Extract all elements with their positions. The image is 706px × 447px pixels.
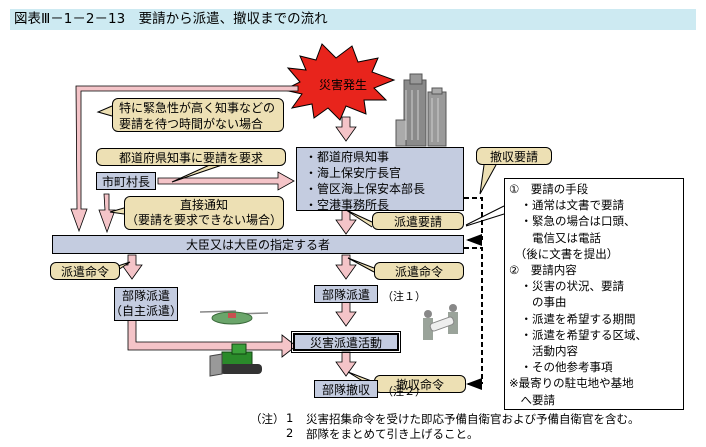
info-line: ① 要請の手段 xyxy=(509,182,589,196)
municipal-head-node: 市町村長 xyxy=(96,172,156,190)
stretcher-rescue-illustration xyxy=(423,304,458,340)
unit-withdraw-node: 部隊撤収 xyxy=(314,380,378,398)
info-line: へ要請 xyxy=(509,392,555,407)
urgent-callout: 特に緊急性が高く知事などの 要請を待つ時間がない場合 xyxy=(112,98,284,132)
arrow-dispatch-to-activity xyxy=(335,301,357,327)
direct-notice-line-2: （要請を要求できない場合） xyxy=(125,213,282,227)
unit-dispatch-auto-node: 部隊派遣 （自主派遣） xyxy=(110,287,182,321)
unit-dispatch-auto-line-1: 部隊派遣 xyxy=(121,289,170,303)
dashed-minister-to-withdraw-order xyxy=(464,247,483,384)
arrow-minister-to-dispatch xyxy=(335,254,357,280)
info-line: ・派遣を希望する区域、 xyxy=(509,327,647,342)
tail-urgent xyxy=(96,105,113,117)
info-line: （後に文書を提出） xyxy=(509,246,619,261)
arrow-activity-to-withdraw xyxy=(335,351,357,377)
urgent-callout-line-1: 特に緊急性が高く知事などの xyxy=(119,101,276,115)
tail-direct-notice xyxy=(109,207,125,215)
minister-node: 大臣又は大臣の指定する者 xyxy=(52,235,464,254)
disaster-activity-node: 災害派遣活動 xyxy=(291,331,401,353)
info-line: ・災害の状況、要請 xyxy=(509,279,624,294)
footnote-1-text: 災害招集命令を受けた即応予備自衛官および予備自衛官を含む。 xyxy=(306,412,640,426)
dispatch-order-left-callout: 派遣命令 xyxy=(50,262,120,280)
dashed-governors-to-minister xyxy=(464,197,483,240)
dispatch-order-right-callout: 派遣命令 xyxy=(374,262,464,280)
info-line: ・派遣を希望する期間 xyxy=(509,311,636,326)
withdraw-request-callout: 撤収要請 xyxy=(476,147,552,165)
disaster-occurrence-label: 災害発生 xyxy=(318,77,367,92)
unit-dispatch-note: （注１） xyxy=(382,290,426,303)
urgent-callout-line-2: 要請を待つ時間がない場合 xyxy=(119,117,264,131)
governor-item-4: ・空港事務所長 xyxy=(305,198,390,212)
info-line: の事由 xyxy=(509,295,567,310)
governor-item-2: ・海上保安庁長官 xyxy=(305,166,402,180)
info-line: ② 要請内容 xyxy=(509,263,577,278)
direct-notice-callout: 直接通知 （要請を要求できない場合） xyxy=(124,196,284,230)
info-line: ・その他参考事項 xyxy=(509,360,613,375)
request-info-box: ① 要請の手段 ・通常は文書で要請 ・緊急の場合は口頭、 電信又は電話 （後に文… xyxy=(504,178,684,410)
dispatch-request-callout: 派遣要請 xyxy=(372,212,464,230)
footnote-1-num: 1 xyxy=(286,411,294,425)
footnote-2-text: 部隊をまとめて引き上げること。 xyxy=(306,427,479,441)
arrow-municipal-to-governors xyxy=(157,171,295,191)
direct-notice-line-1: 直接通知 xyxy=(179,198,228,212)
info-box-pointer xyxy=(465,205,505,227)
helicopter-illustration xyxy=(199,310,269,325)
bulldozer-illustration xyxy=(209,343,262,377)
arrow-auto-dispatch-to-activity xyxy=(127,319,297,358)
governor-item-1: ・都道府県知事 xyxy=(305,150,390,164)
info-line: ・緊急の場合は口頭、 xyxy=(509,214,636,229)
governors-node: ・都道府県知事 ・海上保安庁長官 ・管区海上保安本部長 ・空港事務所長 xyxy=(296,147,464,212)
footnote-label: （注） xyxy=(250,412,285,426)
info-line: ・通常は文書で要請 xyxy=(509,198,624,213)
building-illustration xyxy=(395,73,447,147)
tail-dispatch-order-right xyxy=(347,257,375,273)
info-line: ※最寄りの駐屯地や基地 xyxy=(509,376,634,391)
arrow-disaster-to-governors xyxy=(335,116,357,142)
arrow-minister-to-auto-dispatch xyxy=(121,254,143,280)
footnote-2-num: 2 xyxy=(286,426,294,440)
governor-item-3: ・管区海上保安本部長 xyxy=(305,182,426,196)
request-to-governor-callout: 都道府県知事に要請を要求 xyxy=(96,148,286,166)
info-line: 電信又は電話 xyxy=(509,230,601,245)
tail-withdraw-request xyxy=(479,164,497,195)
tail-request-governor xyxy=(171,162,229,183)
arrow-direct-notice xyxy=(98,193,116,234)
arrow-urgent-path xyxy=(70,85,299,233)
info-line: 活動内容 xyxy=(509,344,578,359)
figure-title: 図表Ⅲ－1－2－13 要請から派遣、撤収までの流れ xyxy=(10,9,696,30)
unit-dispatch-node: 部隊派遣 xyxy=(314,285,378,303)
unit-dispatch-auto-line-2: （自主派遣） xyxy=(110,304,183,318)
tail-dispatch-order-left xyxy=(117,261,131,271)
unit-withdraw-note: （注２） xyxy=(382,385,426,398)
